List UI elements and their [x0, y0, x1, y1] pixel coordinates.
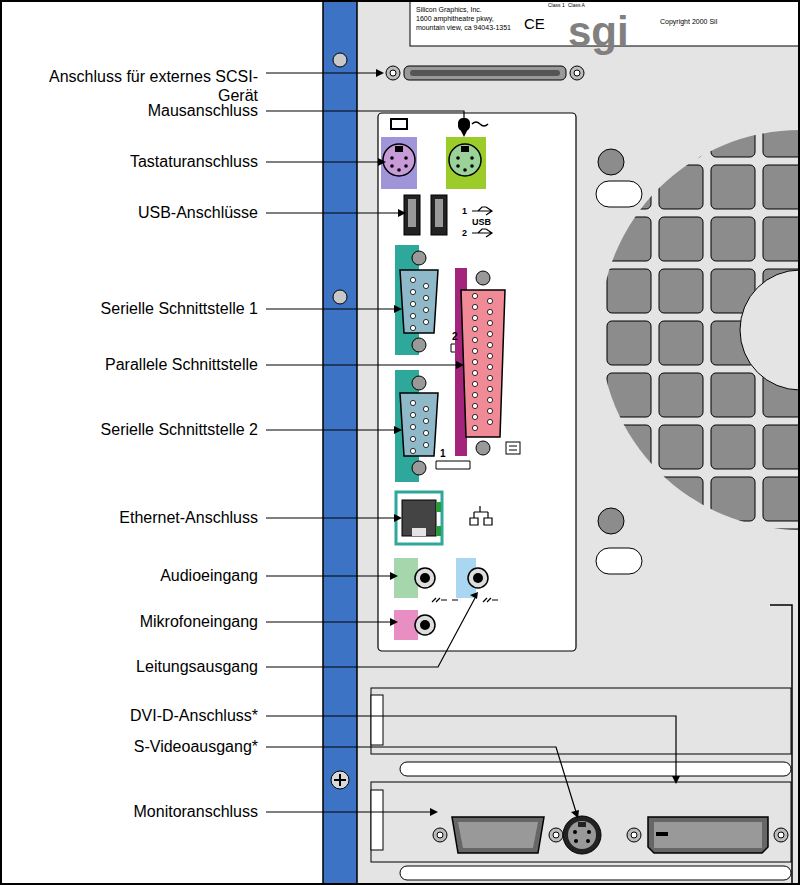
- vga-connector: [433, 817, 563, 853]
- port-label: DVI-D-Anschluss*: [130, 706, 258, 725]
- chassis-rail: [323, 0, 357, 885]
- port-label: S-Videoausgang*: [134, 737, 258, 756]
- sticker-text: Silicon Graphics, Inc.: [416, 6, 482, 14]
- chassis-slot: [596, 181, 642, 207]
- port-label: Monitoranschluss: [134, 802, 259, 821]
- parallel-port: [455, 268, 520, 456]
- port-label: Parallele Schnittstelle: [105, 355, 258, 374]
- rail-screw: [331, 771, 349, 789]
- usb-ports: [404, 195, 492, 237]
- sticker-text: 1600 amphitheatre pkwy,: [416, 15, 494, 23]
- port-number: 1: [440, 448, 446, 460]
- sticker-text: mountain view, ca 94043-1351: [416, 24, 511, 32]
- port-number: 2: [462, 228, 467, 239]
- port-label: Anschluss für externes SCSI-Gerät: [30, 67, 258, 105]
- port-label: Ethernet-Anschluss: [119, 508, 258, 527]
- sticker-text: Copyright 2000 Sil: [660, 18, 717, 26]
- sticker-text: Class A: [568, 2, 585, 8]
- port-label: Serielle Schnittstelle 1: [101, 299, 258, 318]
- chassis-hole: [598, 149, 624, 175]
- port-number: 1: [462, 206, 467, 217]
- port-label: Mausanschluss: [148, 101, 258, 120]
- port-icon-text: USB: [472, 217, 491, 228]
- scsi-connector: [386, 66, 584, 80]
- sgi-logo: sgi: [568, 7, 629, 57]
- rail-screw-cross: [334, 774, 346, 786]
- port-label: Tastaturanschluss: [130, 152, 258, 171]
- ps2-keyboard-port: [381, 119, 417, 189]
- leader-arrowheads: [376, 69, 680, 818]
- port-label: Mikrofoneingang: [140, 612, 258, 631]
- port-label: Leitungsausgang: [136, 657, 258, 676]
- port-label: USB-Anschlüsse: [138, 203, 258, 222]
- svideo-connector: [563, 816, 601, 854]
- rail-hole: [333, 290, 347, 304]
- ethernet-port: [396, 492, 492, 544]
- port-number: 2: [452, 331, 458, 343]
- dvi-connector: [627, 817, 788, 853]
- port-label: Audioeingang: [160, 566, 258, 585]
- ps2-mouse-port: [446, 118, 488, 189]
- ce-mark: CE: [524, 15, 545, 33]
- audio-jacks: [394, 558, 498, 640]
- chassis-slot: [596, 548, 642, 574]
- expansion-slots: [371, 688, 791, 880]
- rail-hole: [333, 53, 347, 67]
- connector-pins: [410, 277, 492, 453]
- leader-lines: [266, 73, 676, 812]
- io-panel: [378, 113, 576, 651]
- chassis-hole: [598, 508, 624, 534]
- sticker-text: Class 1: [548, 2, 565, 8]
- fan-hub: [740, 270, 800, 390]
- port-label: Serielle Schnittstelle 2: [101, 420, 258, 439]
